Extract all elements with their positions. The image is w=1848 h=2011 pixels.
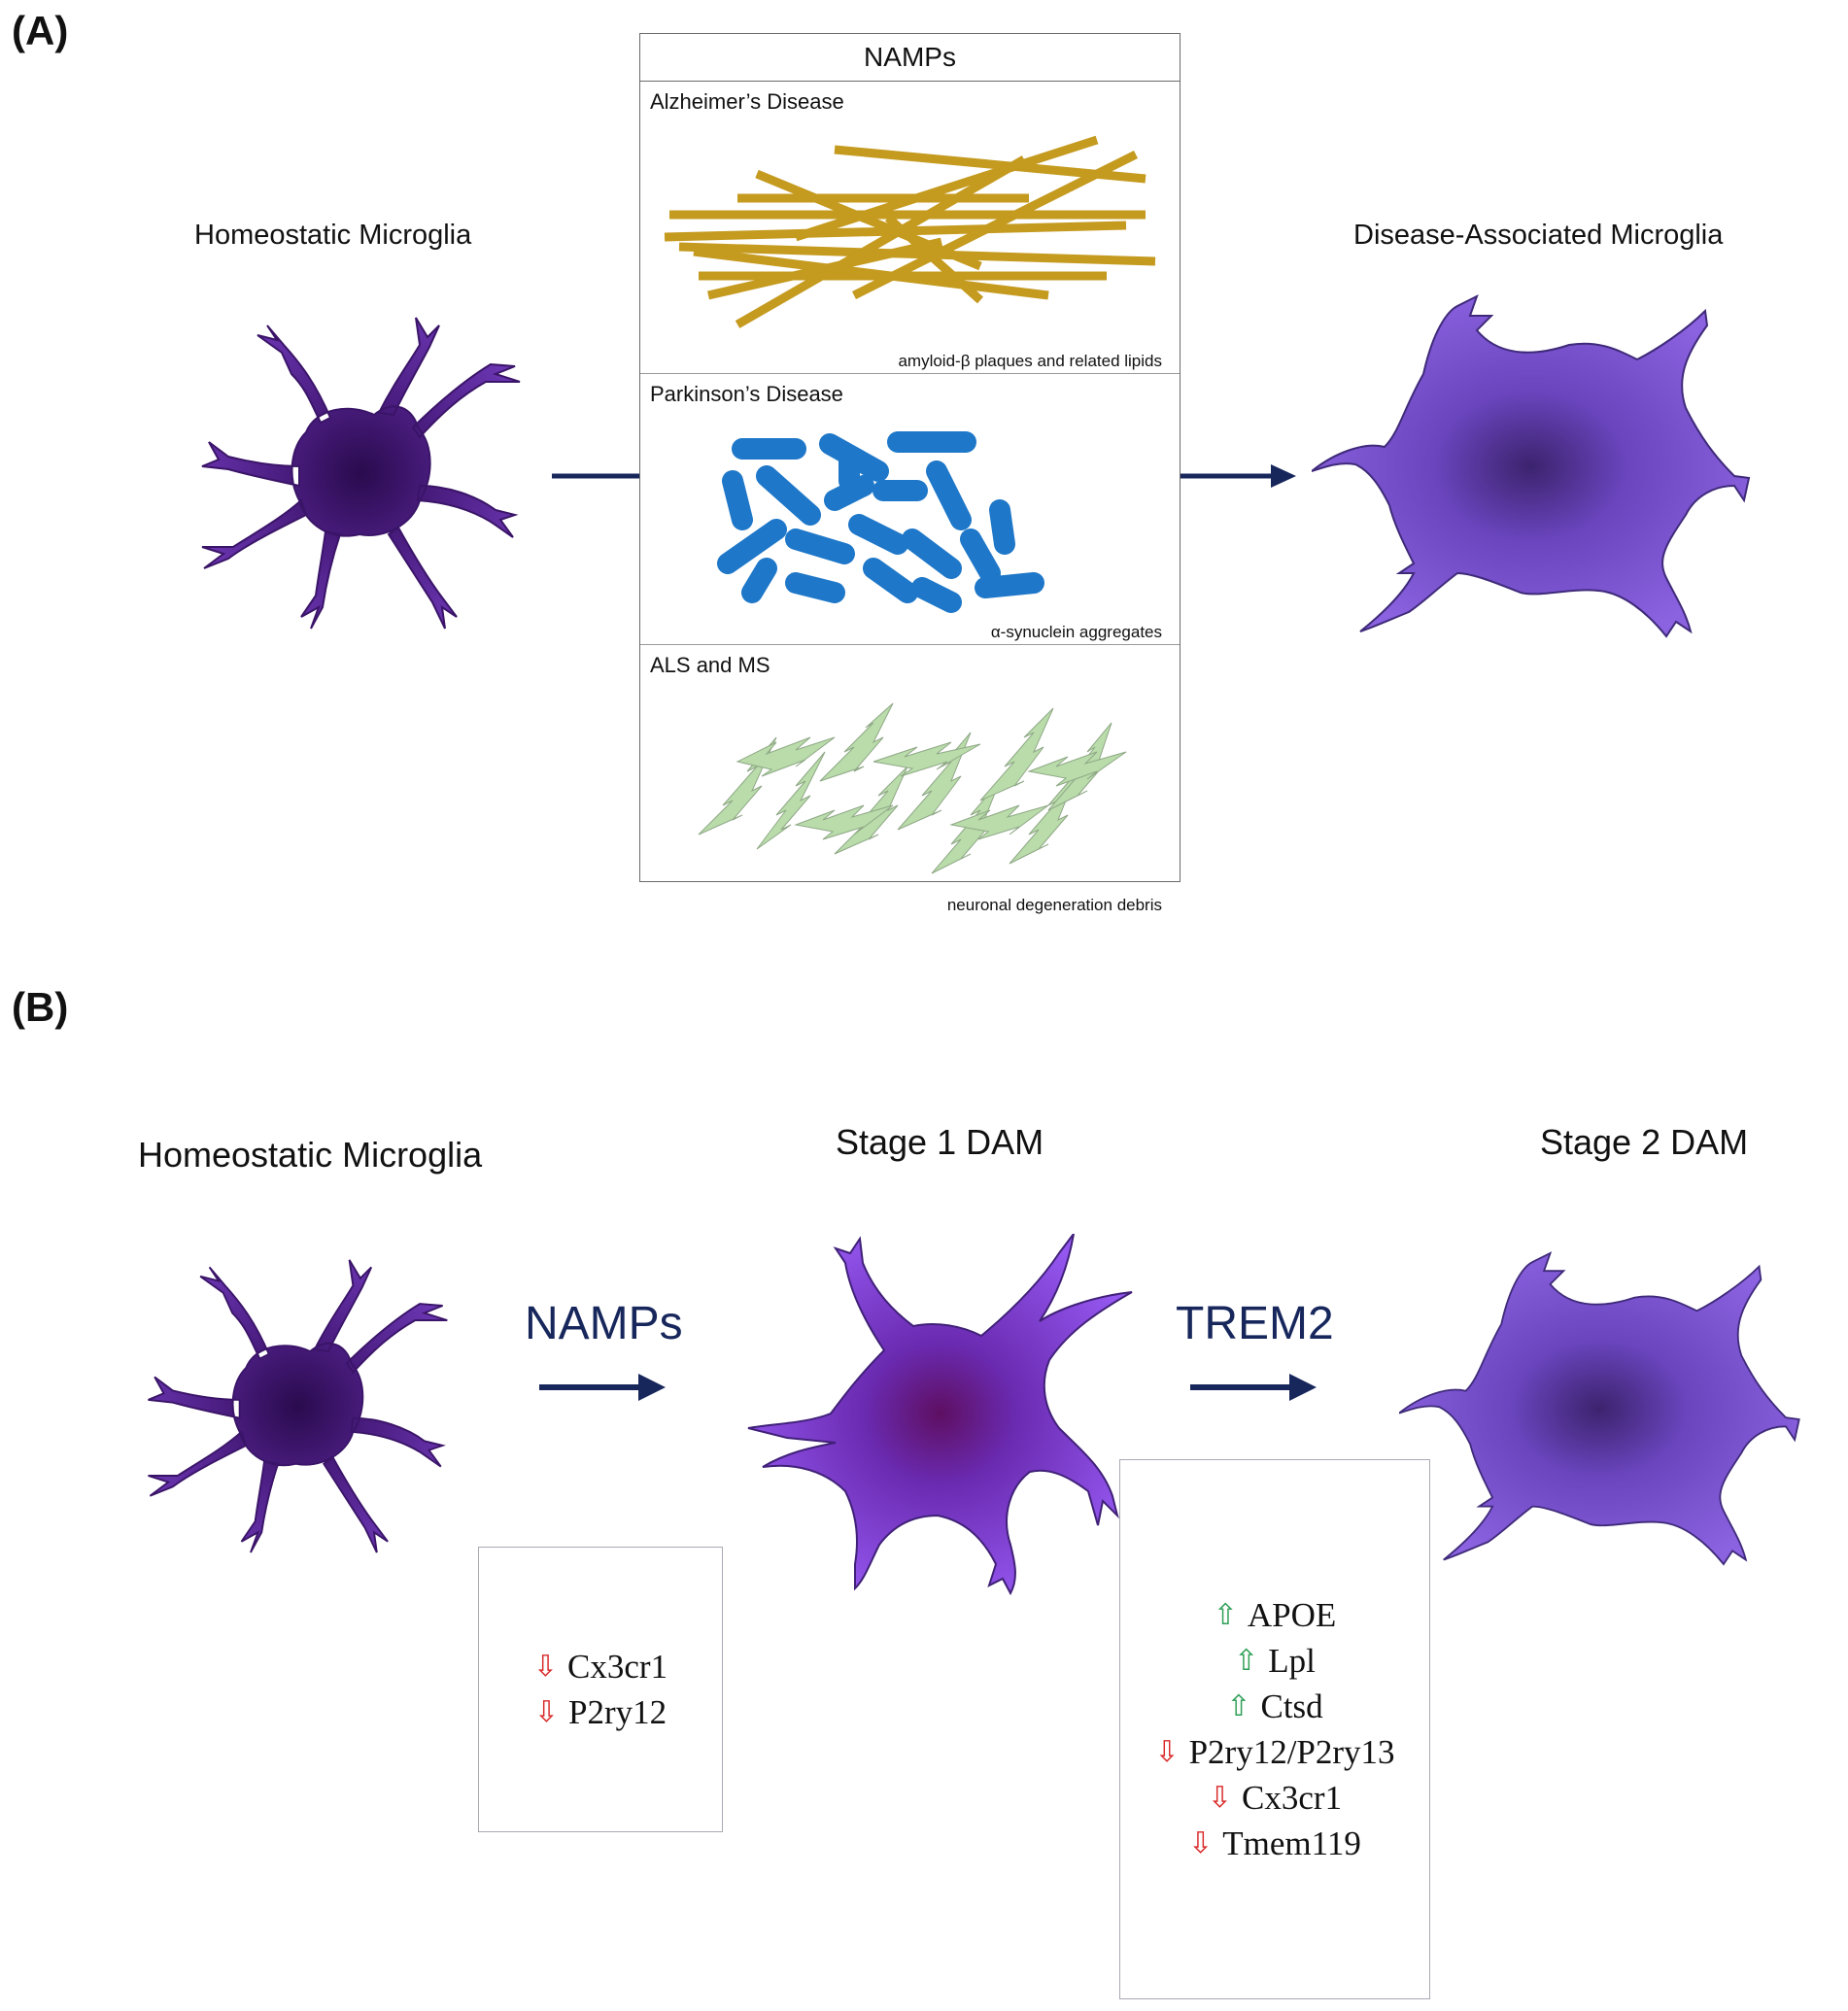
section-parkinsons: Parkinson’s Disease α-synuclein aggregat… [640,374,1180,645]
panel-b-stage2-title: Stage 2 DAM [1540,1122,1749,1162]
panel-a-homeostatic-title: Homeostatic Microglia [194,220,472,251]
gene-row: ⇩ Tmem119 [1188,1821,1361,1866]
stage1-gene-box: ⇩ Cx3cr1 ⇩ P2ry12 [478,1547,723,1832]
down-arrow-icon: ⇩ [532,1650,559,1684]
gene-name: APOE [1247,1596,1337,1634]
caption-debris: neuronal degeneration debris [946,896,1162,914]
gene-name: P2ry12 [568,1693,667,1731]
down-arrow-icon: ⇩ [533,1695,559,1729]
panel-a-arrow-left [552,473,641,479]
caption-amyloid: amyloid-β plaques and related lipids [898,352,1162,370]
up-arrow-icon: ⇧ [1234,1644,1259,1678]
namps-box: NAMPs Alzheimer’s Disease amyloid-β plaq… [639,33,1181,914]
homeostatic-microglia-b [148,1259,448,1553]
section-title-parkinsons: Parkinson’s Disease [650,382,843,406]
panel-a-arrow-right [1180,464,1296,488]
panel-a-dam-title: Disease-Associated Microglia [1353,220,1724,251]
amyloid-fibrils-illustration [664,135,1156,328]
stage1-dam-microglia [747,1234,1133,1596]
gene-name: P2ry12/P2ry13 [1188,1733,1395,1771]
gene-row: ⇩ Cx3cr1 [1208,1775,1342,1821]
gene-row: ⇧ Ctsd [1226,1684,1322,1729]
gene-row: ⇩ P2ry12 [534,1689,667,1735]
section-alzheimers: Alzheimer’s Disease amyloid-β plaques an… [640,82,1180,374]
panel-b-label: (B) [12,984,69,1030]
section-als-ms: ALS and MS neuronal degeneration debris [640,645,1180,917]
trem2-arrow-label: TREM2 [1176,1298,1334,1349]
section-title-als-ms: ALS and MS [650,653,770,677]
down-arrow-icon: ⇩ [1154,1735,1180,1769]
synuclein-aggregates-illustration [717,431,1044,613]
gene-row: ⇧ Lpl [1234,1638,1316,1684]
gene-name: Lpl [1268,1642,1316,1680]
namps-box-title: NAMPs [640,34,1180,82]
down-arrow-icon: ⇩ [1207,1781,1233,1815]
gene-name: Cx3cr1 [567,1648,668,1686]
gene-row: ⇩ P2ry12/P2ry13 [1154,1729,1394,1775]
namps-arrow [539,1374,666,1401]
namps-arrow-label: NAMPs [525,1298,683,1349]
panel-a-label: (A) [12,8,69,53]
trem2-arrow [1190,1374,1317,1401]
stage2-gene-box: ⇧ APOE ⇧ Lpl ⇧ Ctsd ⇩ P2ry12/P2ry13 ⇩ Cx… [1119,1459,1430,1999]
homeostatic-microglia-a [201,317,521,630]
panel-b-homeostatic-title: Homeostatic Microglia [138,1135,483,1175]
up-arrow-icon: ⇧ [1213,1598,1238,1632]
down-arrow-icon: ⇩ [1188,1826,1214,1860]
gene-row: ⇩ Cx3cr1 [533,1644,667,1689]
disease-associated-microglia-a [1312,294,1751,638]
gene-name: Cx3cr1 [1242,1779,1343,1817]
debris-illustration [698,702,1127,874]
stage2-dam-microglia [1399,1251,1800,1566]
panel-b-stage1-title: Stage 1 DAM [836,1122,1044,1162]
gene-name: Tmem119 [1222,1824,1361,1862]
caption-synuclein: α-synuclein aggregates [990,623,1162,641]
section-title-alzheimers: Alzheimer’s Disease [650,89,844,114]
up-arrow-icon: ⇧ [1226,1689,1251,1723]
gene-name: Ctsd [1260,1687,1323,1725]
gene-row: ⇧ APOE [1214,1592,1337,1638]
